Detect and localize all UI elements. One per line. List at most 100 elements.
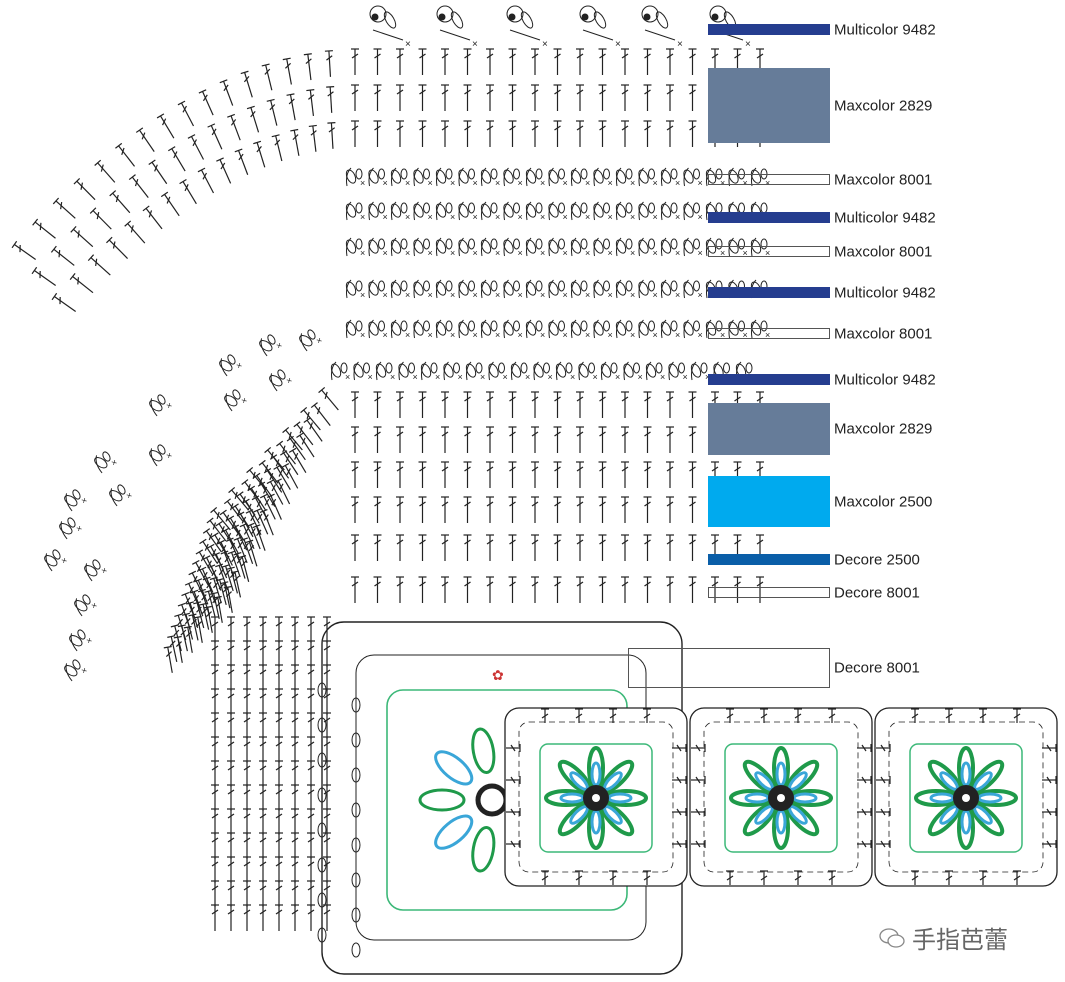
loop [570, 239, 582, 254]
stitch-bar [1046, 776, 1052, 784]
stitch-stem [127, 223, 146, 244]
chain-loop-symbol: × [548, 319, 568, 340]
chain-symbol [317, 682, 327, 698]
stitch-stem [151, 161, 168, 185]
stitch-bar [441, 125, 449, 131]
stitch-bar [396, 89, 404, 95]
sc-mark: × [585, 178, 590, 188]
stitch-stem [255, 525, 266, 551]
legend-swatch [628, 648, 830, 688]
double-crochet-symbol [691, 776, 706, 784]
double-crochet-symbol [215, 521, 234, 546]
stitch-bar [307, 861, 315, 867]
loop [715, 238, 723, 250]
stitch-stem [237, 150, 249, 175]
stitch-top [94, 159, 102, 166]
stitch-bar [396, 466, 404, 472]
stitch-top [221, 527, 230, 533]
loop [670, 238, 678, 250]
double-crochet-symbol [621, 426, 629, 453]
double-crochet-symbol [688, 48, 697, 75]
double-crochet-symbol [643, 461, 652, 488]
stitch-bar [374, 125, 381, 131]
loop-arc [300, 333, 308, 352]
stitch-bar [374, 53, 381, 59]
chain-symbol [351, 942, 361, 958]
stitch-bar [166, 196, 171, 204]
loop [267, 334, 276, 345]
granny-square-motif [504, 707, 688, 887]
stitch-bar [226, 532, 232, 540]
stitch-stem [180, 102, 195, 127]
double-crochet-symbol [828, 708, 836, 723]
loop [423, 168, 430, 180]
double-crochet-symbol [128, 174, 149, 199]
double-crochet-symbol [553, 496, 562, 523]
double-crochet-symbol [373, 120, 382, 147]
double-crochet-symbol [351, 48, 359, 75]
loop [638, 281, 649, 296]
stitch-bar [96, 211, 100, 220]
stitch-bar [282, 445, 286, 453]
stitch-top [115, 142, 123, 149]
chain-loop-symbol: × [390, 279, 410, 300]
double-crochet-symbol [243, 712, 251, 739]
loop [603, 320, 610, 332]
loop-arc [346, 167, 352, 187]
stitch-bar [291, 693, 299, 699]
loop-arc [571, 319, 577, 339]
double-crochet-symbol [259, 832, 267, 859]
loop [74, 600, 88, 612]
double-crochet-symbol [979, 708, 987, 723]
stitch-top [215, 563, 224, 568]
loop-arc [503, 201, 509, 221]
double-crochet-symbol [756, 576, 764, 603]
double-crochet-symbol [188, 570, 205, 597]
stitch-top [181, 592, 190, 597]
stitch-top [51, 292, 58, 301]
chain-loop-symbol: × [413, 319, 433, 340]
stitch-top [202, 555, 211, 560]
chain-loop-symbol: × [623, 361, 643, 382]
double-crochet-symbol [227, 808, 235, 835]
loop [490, 202, 498, 214]
loop [670, 280, 678, 292]
double-crochet-symbol [508, 120, 517, 147]
loop-arc [436, 237, 442, 257]
chain-loop-symbol: × [525, 167, 545, 188]
stitch-bar [316, 407, 321, 415]
double-crochet-symbol [266, 98, 278, 126]
sc-mark: × [608, 178, 613, 188]
double-crochet-symbol [94, 159, 116, 183]
double-crochet-symbol [609, 870, 617, 885]
double-crochet-symbol [794, 708, 802, 723]
stitch-bar [327, 91, 334, 97]
stitch-bar [689, 396, 696, 402]
stitch-bar [189, 606, 195, 613]
loop [683, 239, 694, 254]
double-crochet-symbol [258, 459, 279, 484]
stitch-stem [112, 192, 131, 214]
stitch-stem [53, 248, 75, 266]
stitch-bar [211, 645, 219, 651]
double-crochet-symbol [323, 904, 331, 931]
double-crochet-symbol [598, 48, 607, 75]
stitch-top [308, 124, 317, 128]
stitch-bar [464, 501, 471, 507]
double-crochet-symbol [243, 808, 251, 835]
double-crochet-symbol [373, 496, 382, 523]
sc-mark: × [383, 248, 388, 258]
loop-arc [368, 167, 374, 187]
loop [490, 168, 498, 180]
stitch-bar [275, 765, 283, 771]
stitch-bar [234, 491, 238, 500]
stitch-bar [259, 741, 267, 747]
loop [67, 517, 76, 528]
stitch-bar [599, 89, 606, 95]
loop [610, 362, 618, 374]
double-crochet-symbol [486, 84, 494, 111]
sc-mark: × [608, 330, 613, 340]
stitch-bar [643, 713, 651, 719]
sc-mark: × [428, 212, 433, 222]
loop [400, 168, 408, 180]
